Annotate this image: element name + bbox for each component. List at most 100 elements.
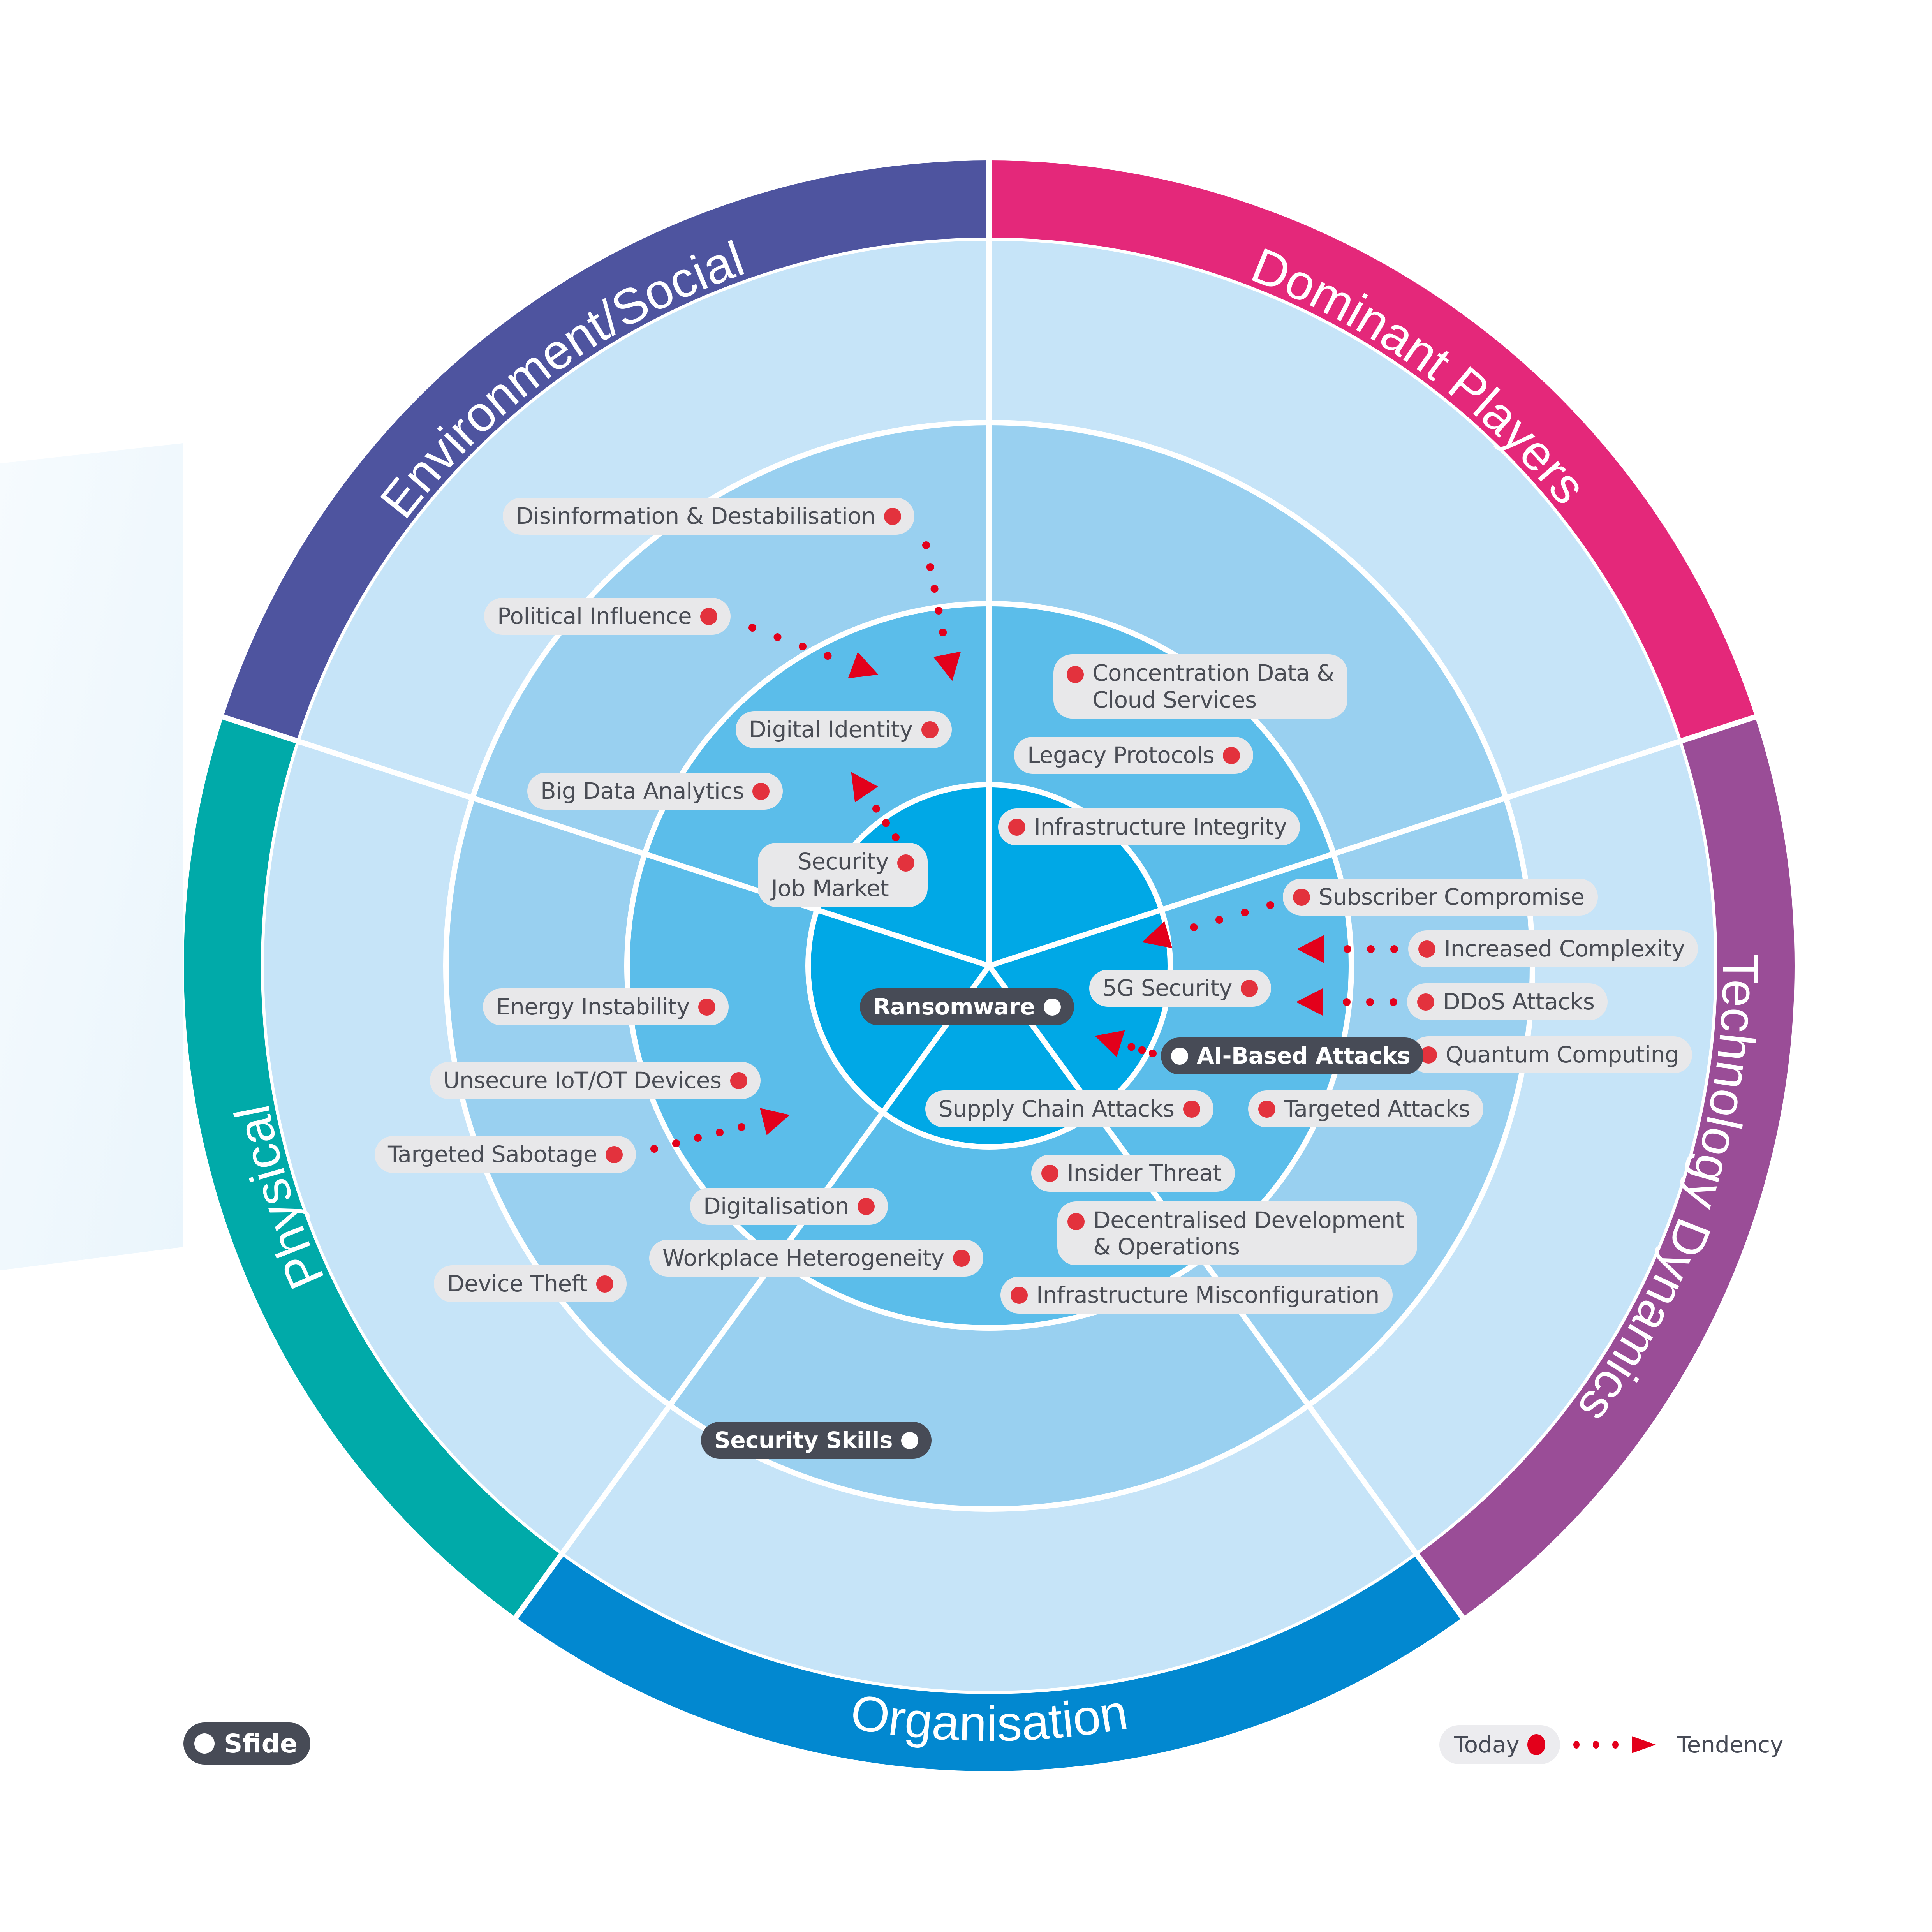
tendency-ai-based-attacks: [1095, 1030, 1157, 1057]
legend-challenge: Sfide: [183, 1722, 311, 1765]
tendency-increased-complexity: [1297, 935, 1398, 963]
tendency-dot: [748, 624, 756, 632]
item-label: Decentralised Development & Operations: [1093, 1206, 1404, 1260]
item-quantum-computing[interactable]: Quantum Computing: [1410, 1036, 1692, 1073]
today-dot-icon: [1008, 818, 1025, 836]
item-energy-instability[interactable]: Energy Instability: [483, 988, 729, 1025]
tendency-arrowhead-icon: [851, 772, 878, 803]
tendency-dot: [1344, 945, 1351, 953]
tendency-dot: [799, 643, 807, 650]
item-label: Infrastructure Misconfiguration: [1036, 1282, 1379, 1309]
item-security-skills[interactable]: Security Skills: [701, 1422, 932, 1459]
item-targeted-sabotage[interactable]: Targeted Sabotage: [375, 1136, 636, 1173]
today-dot-icon: [1258, 1100, 1275, 1118]
sector-divider: [988, 713, 1761, 969]
today-dot-icon: [1418, 940, 1435, 958]
item-ransomware[interactable]: Ransomware: [860, 988, 1074, 1025]
sector-band-environment-social: [223, 160, 990, 741]
legend-tendency-label: Tendency: [1677, 1731, 1784, 1758]
item-workplace-heterogeneity[interactable]: Workplace Heterogeneity: [649, 1240, 983, 1277]
item-label: Targeted Attacks: [1284, 1095, 1470, 1122]
item-ddos-attacks[interactable]: DDoS Attacks: [1407, 983, 1608, 1020]
tendency-targeted-sabotage: [650, 1108, 790, 1153]
tendency-dot: [824, 652, 832, 660]
tendency-dot: [1190, 923, 1198, 931]
item-infrastructure-misconfiguration[interactable]: Infrastructure Misconfiguration: [1000, 1277, 1393, 1314]
item-infrastructure-integrity[interactable]: Infrastructure Integrity: [998, 808, 1300, 845]
item-label: Supply Chain Attacks: [939, 1095, 1175, 1122]
item-label: DDoS Attacks: [1443, 988, 1595, 1015]
item-supply-chain-attacks[interactable]: Supply Chain Attacks: [925, 1090, 1213, 1127]
today-dot-icon: [884, 507, 901, 525]
item-digitalisation[interactable]: Digitalisation: [690, 1188, 888, 1225]
tendency-dot: [1390, 998, 1397, 1006]
item-ai-based-attacks[interactable]: AI-Based Attacks: [1161, 1037, 1424, 1074]
tendency-dot: [1149, 1050, 1157, 1057]
sector-band-physical: [184, 717, 561, 1618]
tendency-ddos-attacks: [1296, 988, 1397, 1016]
legend-today: Today: [1439, 1725, 1560, 1764]
item-label: Digital Identity: [749, 716, 913, 743]
challenge-dot-icon: [1171, 1047, 1188, 1065]
challenge-dot-icon: [901, 1432, 919, 1449]
item-5g-security[interactable]: 5G Security: [1089, 970, 1271, 1007]
tendency-dot: [1127, 1043, 1136, 1051]
sector-band-technology-dynamics: [1417, 717, 1795, 1618]
tendency-disinformation: [922, 541, 961, 681]
item-label: Digitalisation: [703, 1193, 849, 1220]
today-dot-icon: [596, 1275, 613, 1293]
tendency-arrowhead-icon: [1296, 988, 1323, 1016]
tendency-dot: [872, 805, 880, 813]
tendency-dot: [672, 1139, 680, 1147]
today-dot-icon: [752, 782, 770, 800]
item-label: 5G Security: [1102, 975, 1232, 1002]
challenge-dot-icon: [1043, 998, 1061, 1016]
tendency-arrowhead-icon: [1142, 921, 1173, 948]
item-big-data-analytics[interactable]: Big Data Analytics: [527, 773, 783, 810]
tendency-arrowhead-icon: [848, 652, 879, 678]
item-disinformation-destabilisation[interactable]: Disinformation & Destabilisation: [503, 498, 914, 535]
tendency-dot: [716, 1129, 724, 1136]
item-increased-complexity[interactable]: Increased Complexity: [1408, 930, 1698, 967]
tendency-dot: [738, 1123, 745, 1131]
tendency-dot: [694, 1134, 702, 1142]
today-dot-icon: [1041, 1164, 1058, 1182]
item-label: Targeted Sabotage: [388, 1141, 597, 1168]
item-label: Insider Threat: [1067, 1160, 1222, 1187]
item-device-theft[interactable]: Device Theft: [434, 1265, 627, 1302]
item-digital-identity[interactable]: Digital Identity: [736, 711, 952, 748]
tendency-dot: [1215, 916, 1223, 924]
item-label: Big Data Analytics: [541, 778, 744, 805]
item-label: Energy Instability: [496, 993, 690, 1020]
item-targeted-attacks[interactable]: Targeted Attacks: [1248, 1090, 1483, 1127]
today-dot-icon: [858, 1198, 875, 1215]
item-label: Subscriber Compromise: [1319, 884, 1585, 911]
item-concentration-data-cloud[interactable]: Concentration Data & Cloud Services: [1053, 654, 1347, 719]
legend-tendency: Tendency: [1573, 1731, 1784, 1758]
item-political-influence[interactable]: Political Influence: [484, 598, 731, 635]
item-label: Concentration Data & Cloud Services: [1092, 660, 1334, 713]
tendency-arrow-icon: [1632, 1736, 1656, 1753]
item-insider-threat[interactable]: Insider Threat: [1031, 1155, 1235, 1192]
item-label: Increased Complexity: [1444, 935, 1685, 962]
item-label: Ransomware: [873, 993, 1035, 1020]
tendency-political-influence: [748, 624, 879, 678]
today-dot-icon: [1293, 888, 1310, 906]
item-security-job-market[interactable]: Security Job Market: [758, 843, 928, 907]
tendency-arrowhead-icon: [933, 652, 961, 681]
item-label: Legacy Protocols: [1027, 742, 1214, 769]
tendency-dot: [1241, 909, 1249, 916]
tendency-subscriber-compromise: [1142, 901, 1274, 948]
tendency-security-job-market: [851, 772, 900, 841]
item-unsecure-iot-ot-devices[interactable]: Unsecure IoT/OT Devices: [430, 1062, 761, 1099]
tendency-dot: [1343, 998, 1351, 1006]
item-subscriber-compromise[interactable]: Subscriber Compromise: [1283, 879, 1598, 916]
today-dot-icon: [1240, 979, 1258, 997]
item-label: Quantum Computing: [1446, 1041, 1679, 1068]
tendency-dot: [939, 629, 947, 636]
today-dot-icon: [1011, 1286, 1028, 1304]
tendency-dot: [935, 607, 943, 615]
item-legacy-protocols[interactable]: Legacy Protocols: [1014, 737, 1253, 774]
item-decentralised-dev-ops[interactable]: Decentralised Development & Operations: [1057, 1201, 1418, 1265]
